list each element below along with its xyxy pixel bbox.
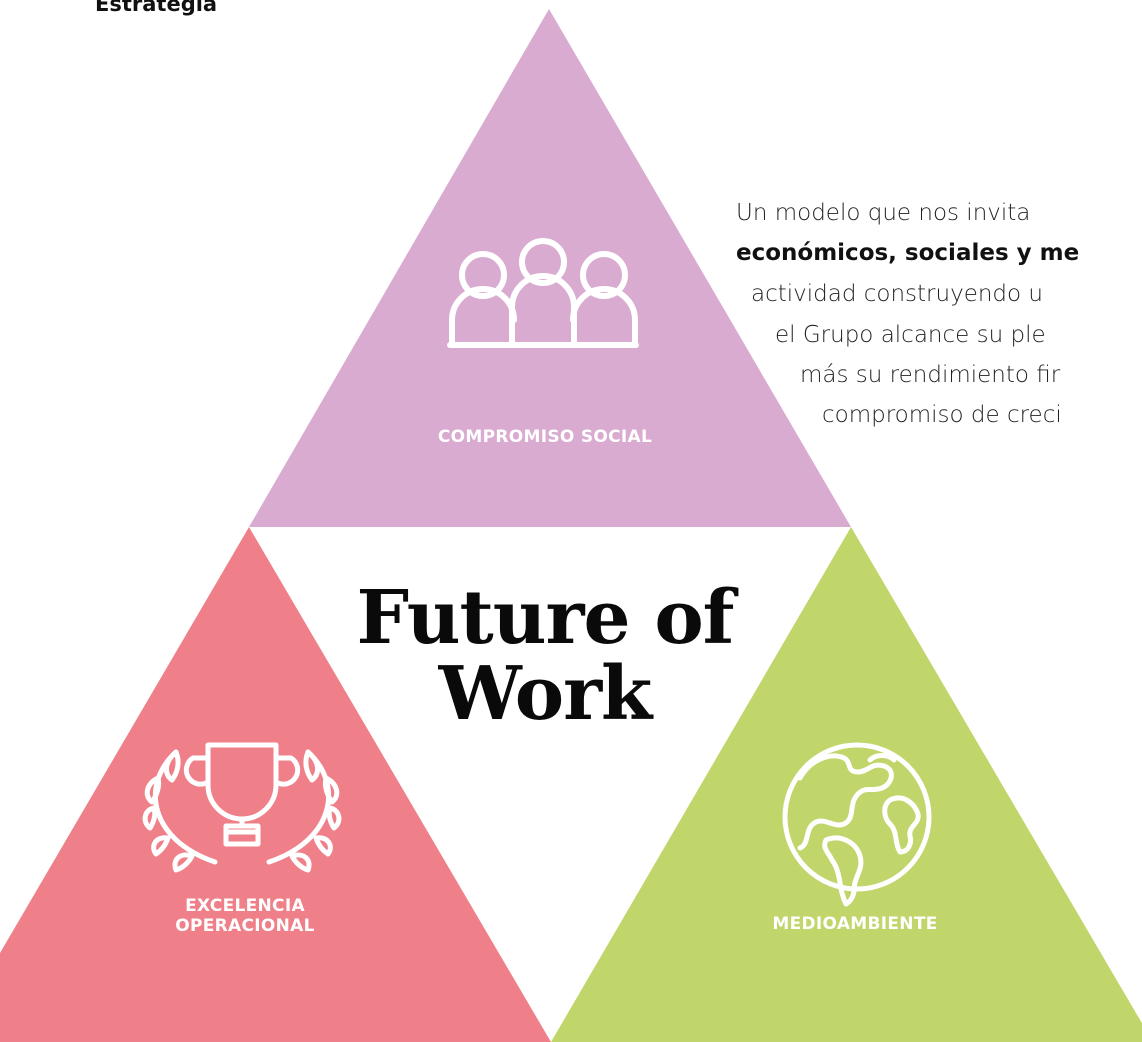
medioambiente-triangle — [551, 527, 1142, 1042]
excelencia-label-line-1: EXCELENCIA — [185, 896, 305, 916]
description-line-3: actividad construyendo u — [751, 281, 1043, 307]
people-icon — [447, 238, 639, 348]
description-line-5: más su rendimiento fir — [800, 362, 1061, 388]
excelencia-operacional-label: EXCELENCIA OPERACIONAL — [130, 896, 360, 936]
section-heading: Estrategia — [95, 0, 218, 16]
globe-icon — [782, 742, 932, 907]
compromiso-social-label: COMPROMISO SOCIAL — [437, 427, 653, 447]
excelencia-label-line-2: OPERACIONAL — [175, 916, 315, 936]
description-line-4: el Grupo alcance su ple — [775, 322, 1046, 348]
description-line-6: compromiso de creci — [822, 402, 1062, 428]
trophy-laurel-icon — [142, 742, 342, 873]
compromiso-social-triangle — [249, 9, 851, 527]
medioambiente-label: MEDIOAMBIENTE — [772, 914, 938, 934]
center-title: Future of Work — [335, 580, 755, 732]
description-bold-text: económicos, sociales y me — [736, 240, 1080, 266]
center-title-line-2: Work — [438, 651, 653, 737]
description-line-1: Un modelo que nos invita — [736, 200, 1031, 226]
description-line-2: económicos, sociales y me — [736, 236, 1079, 271]
center-title-line-1: Future of — [356, 575, 734, 661]
